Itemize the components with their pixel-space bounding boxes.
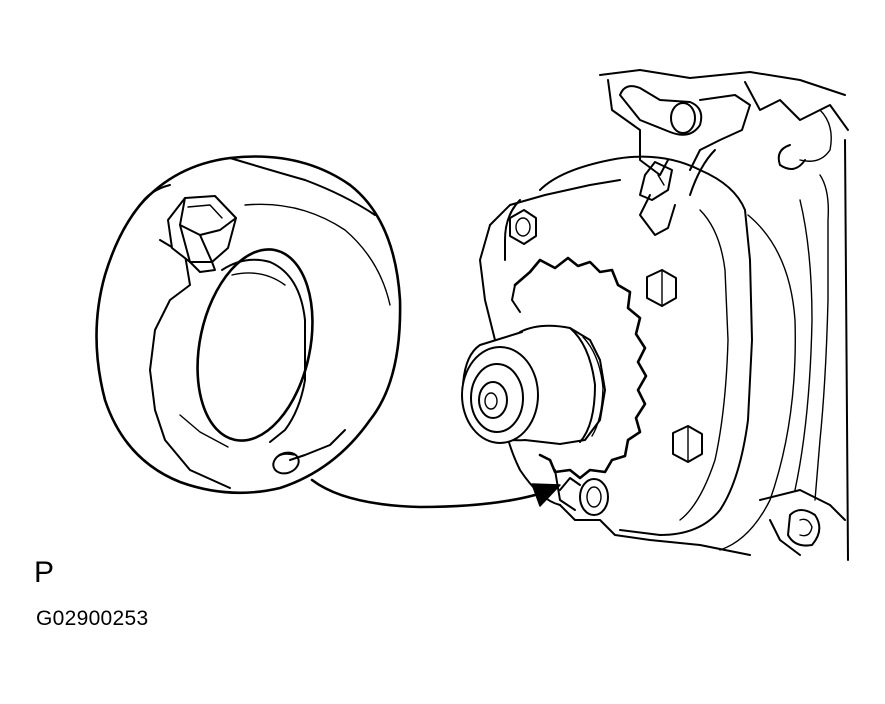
- view-label: P: [34, 556, 55, 589]
- compressor-icon: [461, 69, 849, 561]
- curved-arrow-icon: [310, 478, 561, 509]
- magnet-coil-icon: [95, 155, 402, 495]
- figure-code: G02900253: [36, 607, 149, 630]
